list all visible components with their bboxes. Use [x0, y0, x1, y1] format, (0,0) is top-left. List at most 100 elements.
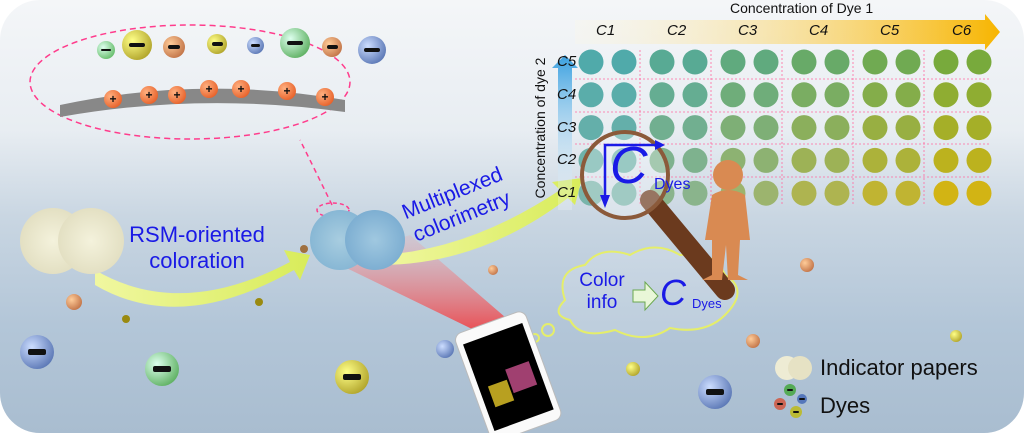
indicator-spot: [611, 147, 637, 173]
positive-charge-icon: +: [168, 86, 186, 104]
dye-ball: [800, 258, 814, 272]
dye-ball: [950, 330, 962, 342]
indicator-spot: [895, 180, 921, 206]
indicator-spot: [720, 115, 746, 141]
axis-arrow-dye1: [575, 14, 1000, 50]
legend-dye-icon: [784, 384, 796, 396]
row-label: C2: [557, 151, 577, 168]
indicator-spot: [682, 180, 708, 206]
dye-ball: [436, 340, 454, 358]
indicator-spot: [824, 180, 850, 206]
x-axis-title: Concentration of Dye 1: [730, 0, 874, 16]
dye-anion-icon: [20, 335, 54, 369]
indicator-paper-blank: [58, 208, 124, 274]
indicator-spot: [791, 147, 817, 173]
indicator-spot: [753, 82, 779, 108]
dye-anion-icon: [322, 37, 342, 57]
indicator-spot: [649, 115, 675, 141]
dye-ball: [488, 265, 498, 275]
indicator-spot: [682, 147, 708, 173]
indicator-spot: [933, 147, 959, 173]
indicator-spot: [966, 49, 992, 75]
row-label: C5: [557, 53, 577, 70]
magnifier-c: C: [610, 137, 648, 195]
indicator-spot: [753, 147, 779, 173]
indicator-spot: [933, 49, 959, 75]
positive-charge-icon: +: [278, 82, 296, 100]
indicator-spot: [611, 82, 637, 108]
indicator-spot: [933, 115, 959, 141]
dye-anion-icon: [335, 360, 369, 394]
indicator-spot: [578, 115, 604, 141]
indicator-paper-colored: [345, 210, 405, 270]
positive-charge-icon: +: [104, 90, 122, 108]
indicator-spot: [895, 147, 921, 173]
positive-charge-icon: +: [140, 86, 158, 104]
dye-anion-icon: [247, 37, 264, 54]
smartphone: [455, 311, 562, 433]
indicator-spot: [862, 82, 888, 108]
indicator-spot: [824, 82, 850, 108]
indicator-spot: [649, 49, 675, 75]
col-label: C5: [880, 22, 900, 39]
indicator-spot: [933, 82, 959, 108]
indicator-spot: [791, 82, 817, 108]
indicator-spot: [862, 180, 888, 206]
row-label: C3: [557, 119, 577, 136]
cloud-line2: info: [586, 292, 618, 313]
legend-dye-icon: [797, 394, 807, 404]
indicator-spot: [966, 180, 992, 206]
col-label: C2: [667, 22, 687, 39]
indicator-spot: [682, 115, 708, 141]
legend-dye-icon: [774, 398, 786, 410]
col-label: C6: [952, 22, 972, 39]
row-label: C4: [557, 86, 577, 103]
legend-dyes-label: Dyes: [820, 393, 871, 418]
dye-ball: [122, 315, 130, 323]
indicator-spot: [862, 147, 888, 173]
step1-text: RSM-oriented coloration: [129, 222, 265, 273]
dye-anion-icon: [145, 352, 179, 386]
legend-paper-icon: [788, 356, 812, 380]
positive-charge-icon: +: [232, 80, 250, 98]
row-label: C1: [557, 184, 577, 201]
cloud-color-info: Color info: [577, 270, 627, 314]
dye-anion-icon: [122, 30, 152, 60]
positive-charge-icon: +: [316, 88, 334, 106]
dye-anion-icon: [163, 36, 185, 58]
paper-surface: [60, 88, 345, 117]
dye-ball: [746, 334, 760, 348]
cloud-sub: Dyes: [692, 296, 722, 311]
indicator-spot: [933, 180, 959, 206]
indicator-spot: [966, 82, 992, 108]
dye-ball: [626, 362, 640, 376]
arrow-1: [95, 250, 310, 307]
indicator-spot: [682, 49, 708, 75]
dye-anion-icon: [280, 28, 310, 58]
cloud-line1: Color: [579, 270, 625, 291]
y-axis-title: Concentration of dye 2: [532, 57, 548, 199]
positive-charge-icon: +: [200, 80, 218, 98]
indicator-spot: [682, 82, 708, 108]
indicator-spot: [966, 147, 992, 173]
indicator-spot: [578, 82, 604, 108]
zoom-ellipse: [29, 24, 351, 140]
indicator-spot: [862, 115, 888, 141]
indicator-spot: [791, 49, 817, 75]
magnifier-sub: Dyes: [654, 176, 691, 193]
indicator-spot: [824, 49, 850, 75]
col-label: C3: [738, 22, 758, 39]
indicator-spot: [862, 49, 888, 75]
indicator-spot: [720, 49, 746, 75]
indicator-spot: [753, 49, 779, 75]
step1-label: RSM-oriented coloration: [112, 222, 282, 274]
indicator-spot: [753, 115, 779, 141]
cloud-arrow: [632, 280, 659, 312]
dye-ball: [66, 294, 82, 310]
indicator-spot: [791, 180, 817, 206]
col-label: C4: [809, 22, 829, 39]
dye-anion-icon: [358, 36, 386, 64]
dye-anion-icon: [207, 34, 227, 54]
